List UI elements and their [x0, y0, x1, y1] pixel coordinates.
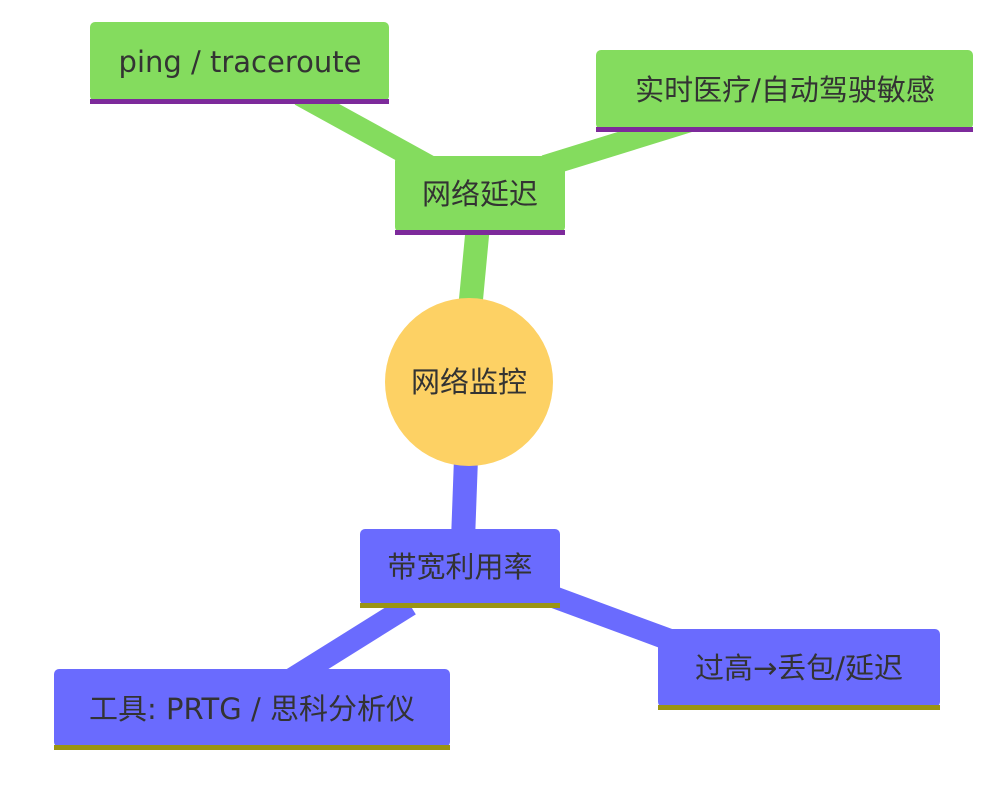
leaf-node-tools[interactable]: 工具: PRTG / 思科分析仪	[54, 669, 450, 750]
branch-label-latency: 网络延迟	[422, 177, 538, 211]
leaf-underline-realtime	[596, 127, 973, 132]
leaf-underline-overload	[658, 705, 940, 710]
branch-underline-latency	[395, 230, 565, 235]
root-circle	[385, 298, 553, 466]
leaf-underline-ping	[90, 99, 389, 104]
branch-box-bandwidth	[360, 529, 560, 605]
branch-node-latency[interactable]: 网络延迟	[395, 156, 565, 235]
branch-underline-bandwidth	[360, 603, 560, 608]
leaf-box-ping	[90, 22, 389, 101]
leaf-label-tools: 工具: PRTG / 思科分析仪	[89, 692, 415, 726]
leaf-box-overload	[658, 629, 940, 707]
root-node[interactable]: 网络监控	[385, 298, 553, 466]
leaf-node-overload[interactable]: 过高→丢包/延迟	[658, 629, 940, 710]
edge-bandwidth-tools	[284, 595, 416, 690]
root-label: 网络监控	[411, 365, 527, 399]
leaf-label-realtime: 实时医疗/自动驾驶敏感	[635, 73, 935, 107]
leaf-node-realtime[interactable]: 实时医疗/自动驾驶敏感	[596, 50, 973, 132]
leaf-node-ping[interactable]: ping / traceroute	[90, 22, 389, 104]
branch-box-latency	[395, 156, 565, 232]
leaf-label-ping: ping / traceroute	[119, 45, 362, 79]
branch-node-bandwidth[interactable]: 带宽利用率	[360, 529, 560, 608]
edge-root-latency	[458, 223, 490, 312]
leaf-box-tools	[54, 669, 450, 747]
edge-bandwidth-overload	[536, 581, 674, 651]
leaf-box-realtime	[596, 50, 973, 129]
leaf-underline-tools	[54, 745, 450, 750]
leaf-label-overload: 过高→丢包/延迟	[695, 651, 903, 685]
edge-root-bandwidth	[451, 457, 478, 541]
branch-label-bandwidth: 带宽利用率	[387, 550, 532, 584]
